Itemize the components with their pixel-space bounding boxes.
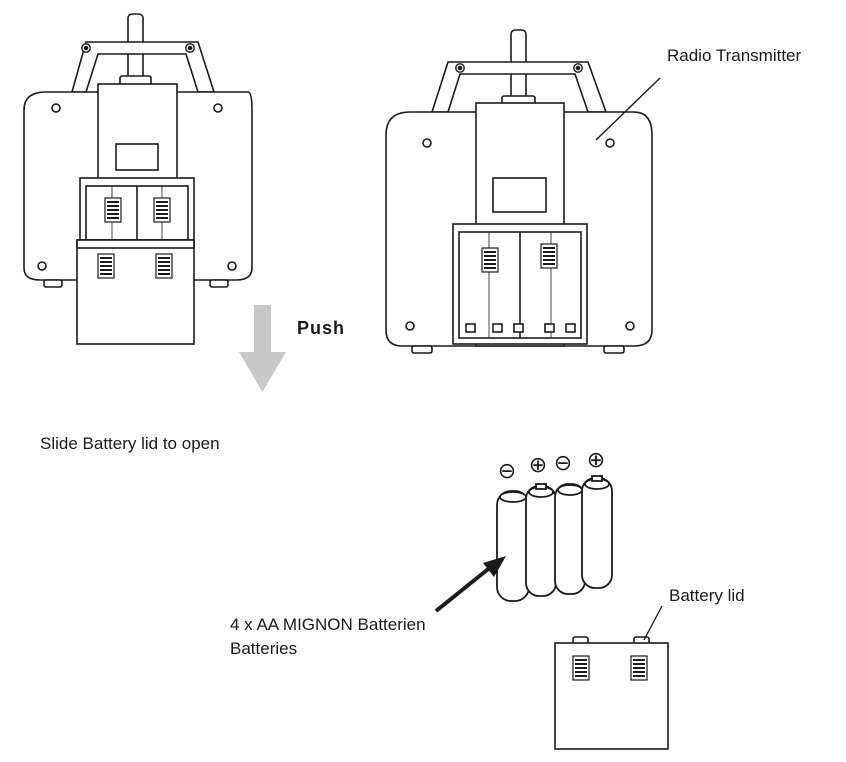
push-label: Push bbox=[297, 318, 346, 338]
transmitter-left bbox=[23, 13, 253, 345]
batteries-label-line1: 4 x AA MIGNON Batterien bbox=[230, 615, 426, 634]
battery-1 bbox=[496, 490, 530, 602]
radio-transmitter-label: Radio Transmitter bbox=[667, 46, 802, 65]
push-arrow bbox=[239, 305, 286, 392]
battery-lid-leader bbox=[643, 605, 663, 641]
plus-symbol: ⊕ bbox=[587, 448, 605, 473]
sliding-battery-lid bbox=[76, 239, 195, 345]
battery-lid-label: Battery lid bbox=[669, 586, 745, 605]
batteries-label-line2: Batteries bbox=[230, 639, 298, 658]
battery-4 bbox=[581, 475, 613, 589]
aa-batteries bbox=[496, 475, 613, 602]
minus-symbol: ⊖ bbox=[498, 459, 516, 484]
radio-transmitter-leader bbox=[595, 77, 661, 141]
label-window bbox=[115, 143, 159, 171]
battery-lid bbox=[554, 636, 669, 750]
slide-instruction-label: Slide Battery lid to open bbox=[40, 434, 220, 453]
minus-symbol: ⊖ bbox=[554, 451, 572, 476]
battery-2 bbox=[525, 483, 557, 597]
label-window bbox=[492, 177, 547, 213]
plus-symbol: ⊕ bbox=[529, 453, 547, 478]
transmitter-right bbox=[385, 29, 653, 354]
batteries-arrow bbox=[434, 564, 494, 613]
battery-3 bbox=[554, 483, 586, 595]
